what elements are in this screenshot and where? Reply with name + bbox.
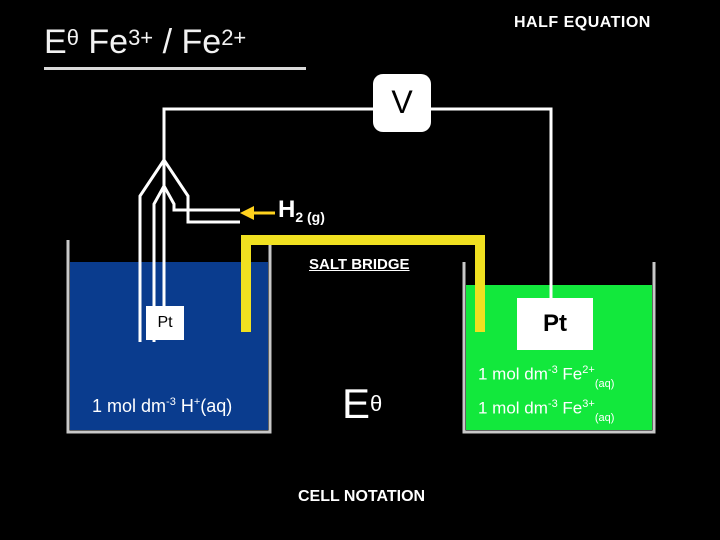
title-underline (44, 67, 306, 70)
right-solution-label-fe3: 1 mol dm-3 Fe3+(aq) (478, 398, 615, 424)
salt-bridge-label: SALT BRIDGE (309, 256, 410, 273)
right-solution-label-fe2: 1 mol dm-3 Fe2+(aq) (478, 364, 615, 390)
standard-potential-symbol: Eθ (342, 380, 383, 427)
left-solution-label: 1 mol dm-3 H+(aq) (92, 396, 233, 416)
salt-bridge (241, 235, 485, 332)
cell-notation-link[interactable]: CELL NOTATION (298, 488, 426, 505)
wire-right (431, 107, 553, 300)
left-solution-fill (70, 262, 268, 430)
right-beaker (462, 262, 656, 434)
left-platinum-electrode: Pt (146, 306, 184, 340)
wire-left (162, 107, 373, 308)
page-title: Eθ Fe3+ / Fe2+ (44, 23, 247, 61)
voltmeter (373, 74, 431, 132)
left-beaker (66, 240, 272, 434)
half-equation-link[interactable]: HALF EQUATION (514, 14, 651, 31)
hydrogen-tube-inner (152, 182, 240, 342)
hydrogen-tube-outer (138, 157, 240, 342)
voltmeter-label: V (391, 84, 413, 120)
right-platinum-electrode: Pt (517, 298, 593, 350)
hydrogen-arrow-head (240, 206, 254, 220)
hydrogen-gas-label: H2 (g) (278, 196, 325, 225)
